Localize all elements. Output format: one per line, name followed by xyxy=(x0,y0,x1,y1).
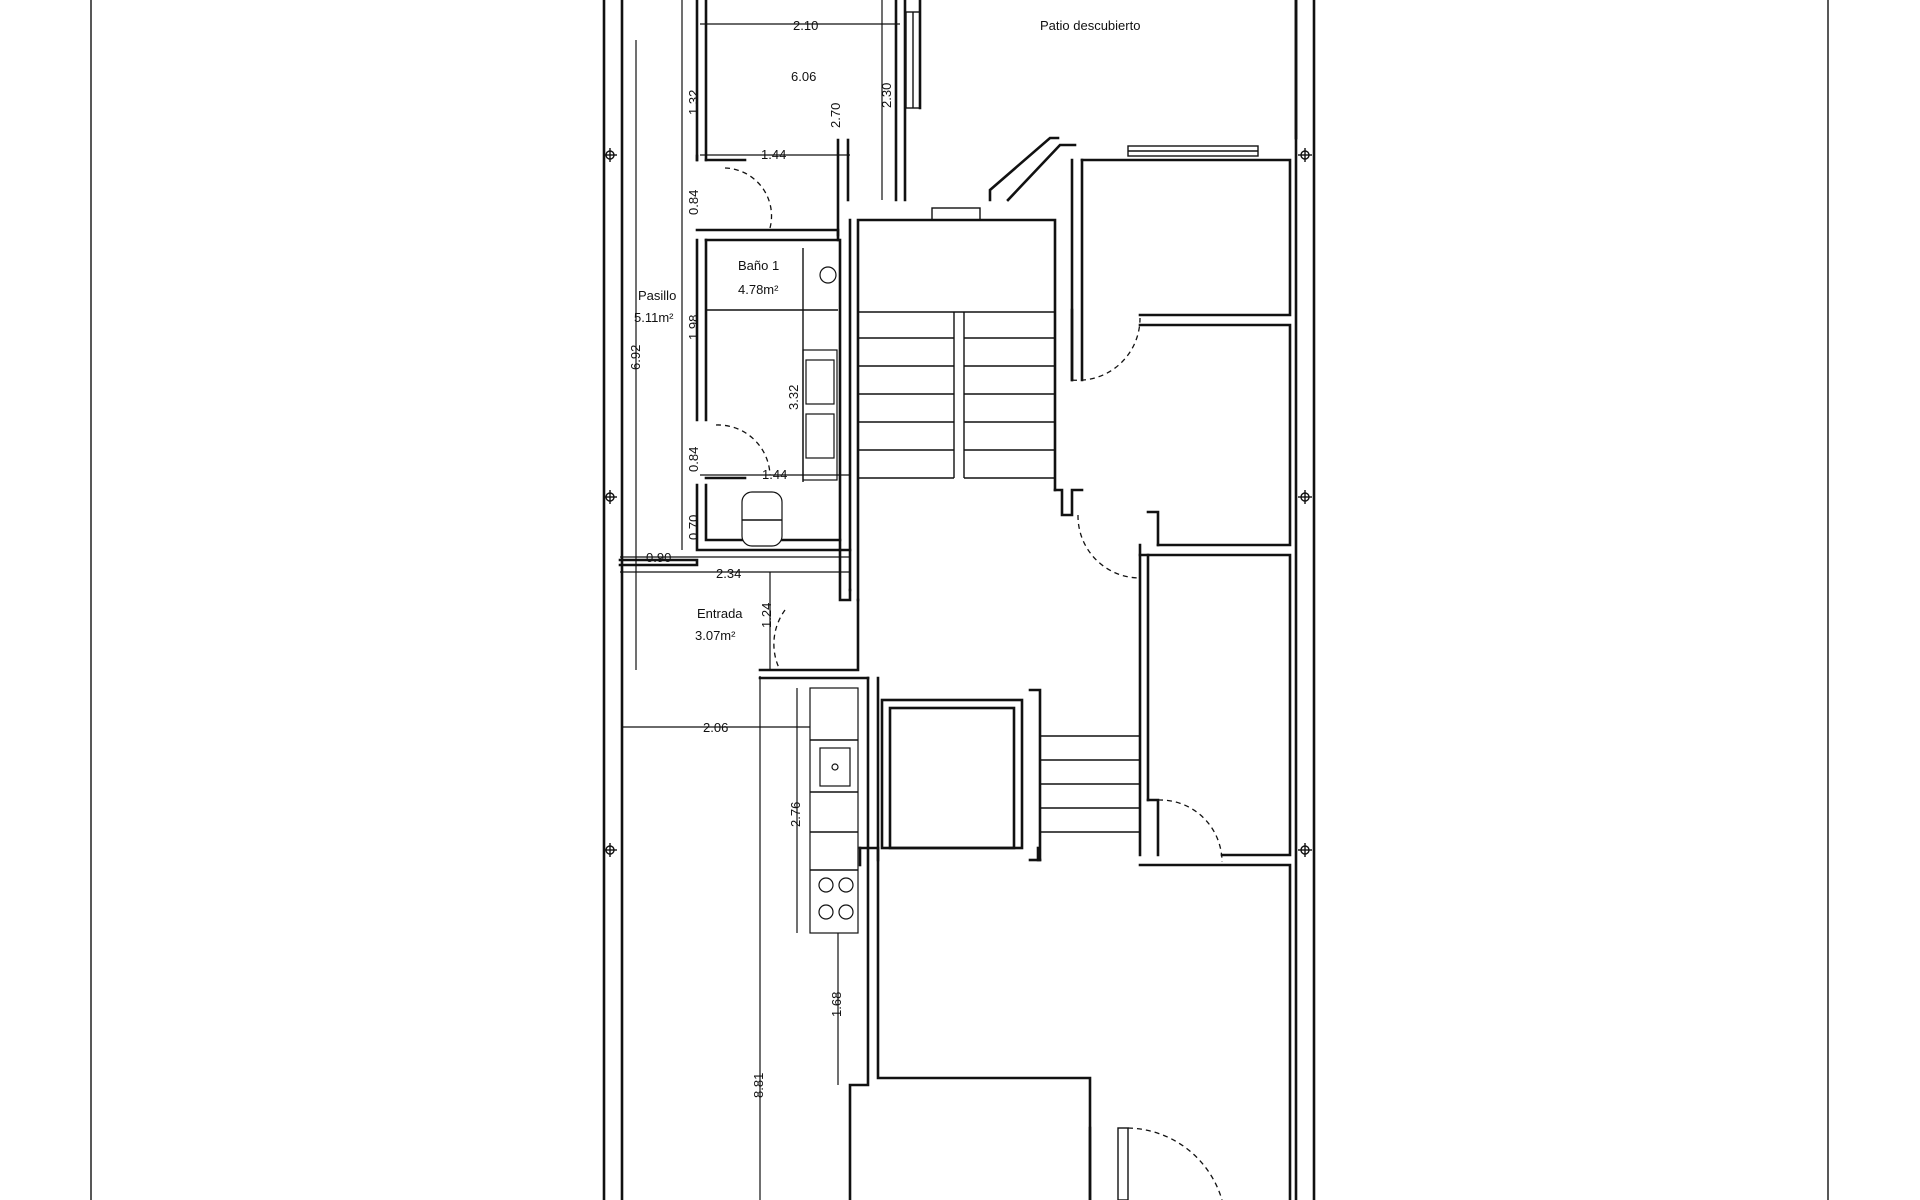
dimension-label: 2.10 xyxy=(793,18,818,33)
bathroom-fixtures xyxy=(741,248,838,547)
washbasin-icon xyxy=(805,359,835,405)
door-swing xyxy=(724,167,773,229)
stair xyxy=(856,207,1057,602)
doors xyxy=(715,167,1223,1200)
column-marker xyxy=(603,843,617,857)
dimension-label: 1.68 xyxy=(829,992,844,1017)
door-swing xyxy=(1071,317,1141,381)
kitchen-counter xyxy=(809,687,859,934)
door-swing xyxy=(773,609,786,669)
dimension-lines xyxy=(620,0,900,1200)
dimension-label: 6.92 xyxy=(628,345,643,370)
column-marker xyxy=(1298,843,1312,857)
dimension-label: 2.06 xyxy=(703,720,728,735)
dimension-label: 0.84 xyxy=(686,447,701,472)
column-marker xyxy=(603,490,617,504)
dimension-label: 1.98 xyxy=(686,315,701,340)
dimension-label: 2.34 xyxy=(716,566,741,581)
cooktop-icon xyxy=(818,877,854,920)
column-marker xyxy=(603,148,617,162)
door-swing xyxy=(1077,514,1141,579)
door-swing xyxy=(1157,799,1223,863)
toilet-icon xyxy=(741,491,783,547)
right-rooms-walls xyxy=(1053,158,1292,1200)
dimension-label: 1.44 xyxy=(761,147,786,162)
dimension-label: 6.06 xyxy=(791,69,816,84)
kitchen-walls xyxy=(758,598,1140,1200)
room-area-bano: 4.78m² xyxy=(738,282,779,297)
dimension-label: 2.70 xyxy=(828,103,843,128)
dimension-label: 2.30 xyxy=(879,83,894,108)
dimension-label: 1.44 xyxy=(762,467,787,482)
column-marker xyxy=(1298,490,1312,504)
shower-drain-icon xyxy=(819,266,837,284)
room-label-entrada: Entrada xyxy=(697,606,743,621)
door-swing xyxy=(715,424,771,476)
room-label-bano: Baño 1 xyxy=(738,258,779,273)
dimension-label: 2.76 xyxy=(788,802,803,827)
room-area-pasillo: 5.11m² xyxy=(634,310,674,325)
dimension-label: 8.81 xyxy=(751,1073,766,1098)
dimension-label: 3.32 xyxy=(786,385,801,410)
room-label-patio: Patio descubierto xyxy=(1040,18,1140,33)
dimension-label: 1.24 xyxy=(759,603,774,628)
dimension-label: 0.70 xyxy=(686,515,701,540)
washbasin-icon xyxy=(805,413,835,459)
sheet-frame xyxy=(90,0,1829,1200)
door-swing xyxy=(1127,1127,1223,1200)
dimension-label: 0.90 xyxy=(646,550,671,565)
column-markers xyxy=(603,148,1312,857)
column-marker xyxy=(1298,148,1312,162)
room-area-entrada: 3.07m² xyxy=(695,628,736,643)
exterior-walls xyxy=(602,0,1316,1200)
room-label-pasillo: Pasillo xyxy=(638,288,676,303)
left-wing-walls xyxy=(618,0,907,602)
dimension-label: 0.84 xyxy=(686,190,701,215)
dimension-label: 1.32 xyxy=(686,90,701,115)
